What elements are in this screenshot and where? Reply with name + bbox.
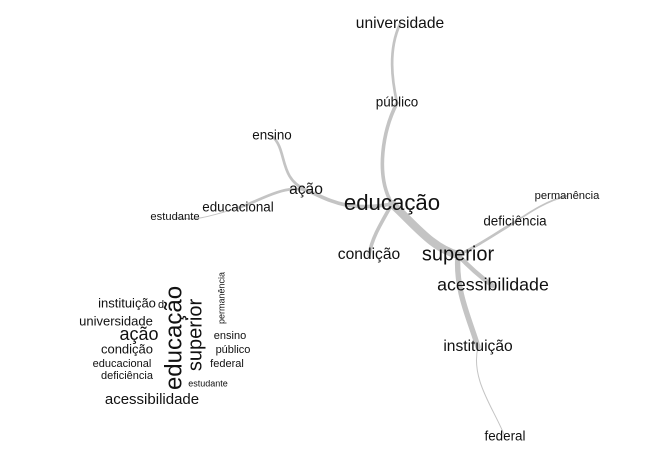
edge-superior-deficiencia xyxy=(456,220,517,257)
cloud-word-estudante: estudante xyxy=(188,378,228,388)
node-label-educacional: educacional xyxy=(202,200,273,215)
node-label-condicao: condição xyxy=(338,246,401,263)
cloud-word-deficiencia: deficiência xyxy=(101,370,154,382)
edge-universidade-publico xyxy=(390,22,402,105)
edge-acao-educacao xyxy=(304,188,394,209)
node-label-deficiencia: deficiência xyxy=(483,214,547,229)
node-label-federal: federal xyxy=(485,429,526,444)
cloud-word-instituicao: instituição xyxy=(98,295,156,310)
node-label-ensino: ensino xyxy=(252,128,291,143)
edge-superior-acessibilidade xyxy=(455,252,496,289)
cloud-word-permanencia: permanência xyxy=(216,272,226,324)
node-label-estudante: estudante xyxy=(150,211,199,223)
node-label-acessibilidade: acessibilidade xyxy=(437,275,549,295)
edge-educacao-superior xyxy=(387,199,463,260)
edge-publico-educacao xyxy=(380,101,399,206)
node-label-publico: público xyxy=(376,95,418,110)
node-label-instituicao: instituição xyxy=(443,338,513,355)
graph-edges xyxy=(174,22,568,438)
cloud-word-publico: público xyxy=(216,344,251,356)
cloud-word-acao: ação xyxy=(119,324,158,344)
edge-ensino-acao xyxy=(270,134,308,192)
edge-instituicao-federal xyxy=(476,346,506,438)
node-label-universidade: universidade xyxy=(356,15,444,32)
cloud-word-federal: federal xyxy=(210,358,244,370)
cloud-word-educacional: educacional xyxy=(93,358,152,370)
edge-educacional-acao xyxy=(236,187,308,210)
graph-nodes: universidade público ensino ação educacional… xyxy=(150,15,600,443)
node-label-permanencia: permanência xyxy=(535,190,600,202)
node-label-superior: superior xyxy=(422,243,495,265)
edge-deficiencia-permanencia xyxy=(514,195,568,223)
cloud-word-acessibilidade: acessibilidade xyxy=(105,391,199,408)
cloud-word-condicao: condição xyxy=(101,341,153,356)
cloud-word-educacao: educação xyxy=(160,286,187,390)
cloud-word-federal-short: d xyxy=(158,299,164,311)
edge-educacao-condicao xyxy=(367,202,394,257)
edge-superior-instituicao xyxy=(454,252,481,350)
node-label-acao: ação xyxy=(289,181,323,198)
node-label-educacao: educação xyxy=(344,190,440,215)
cloud-word-universidade: universidade xyxy=(79,313,153,328)
cloud-word-ensino: ensino xyxy=(214,330,246,342)
edge-estudante-educacional xyxy=(174,207,239,220)
cloud-word-superior: superior xyxy=(184,299,206,372)
